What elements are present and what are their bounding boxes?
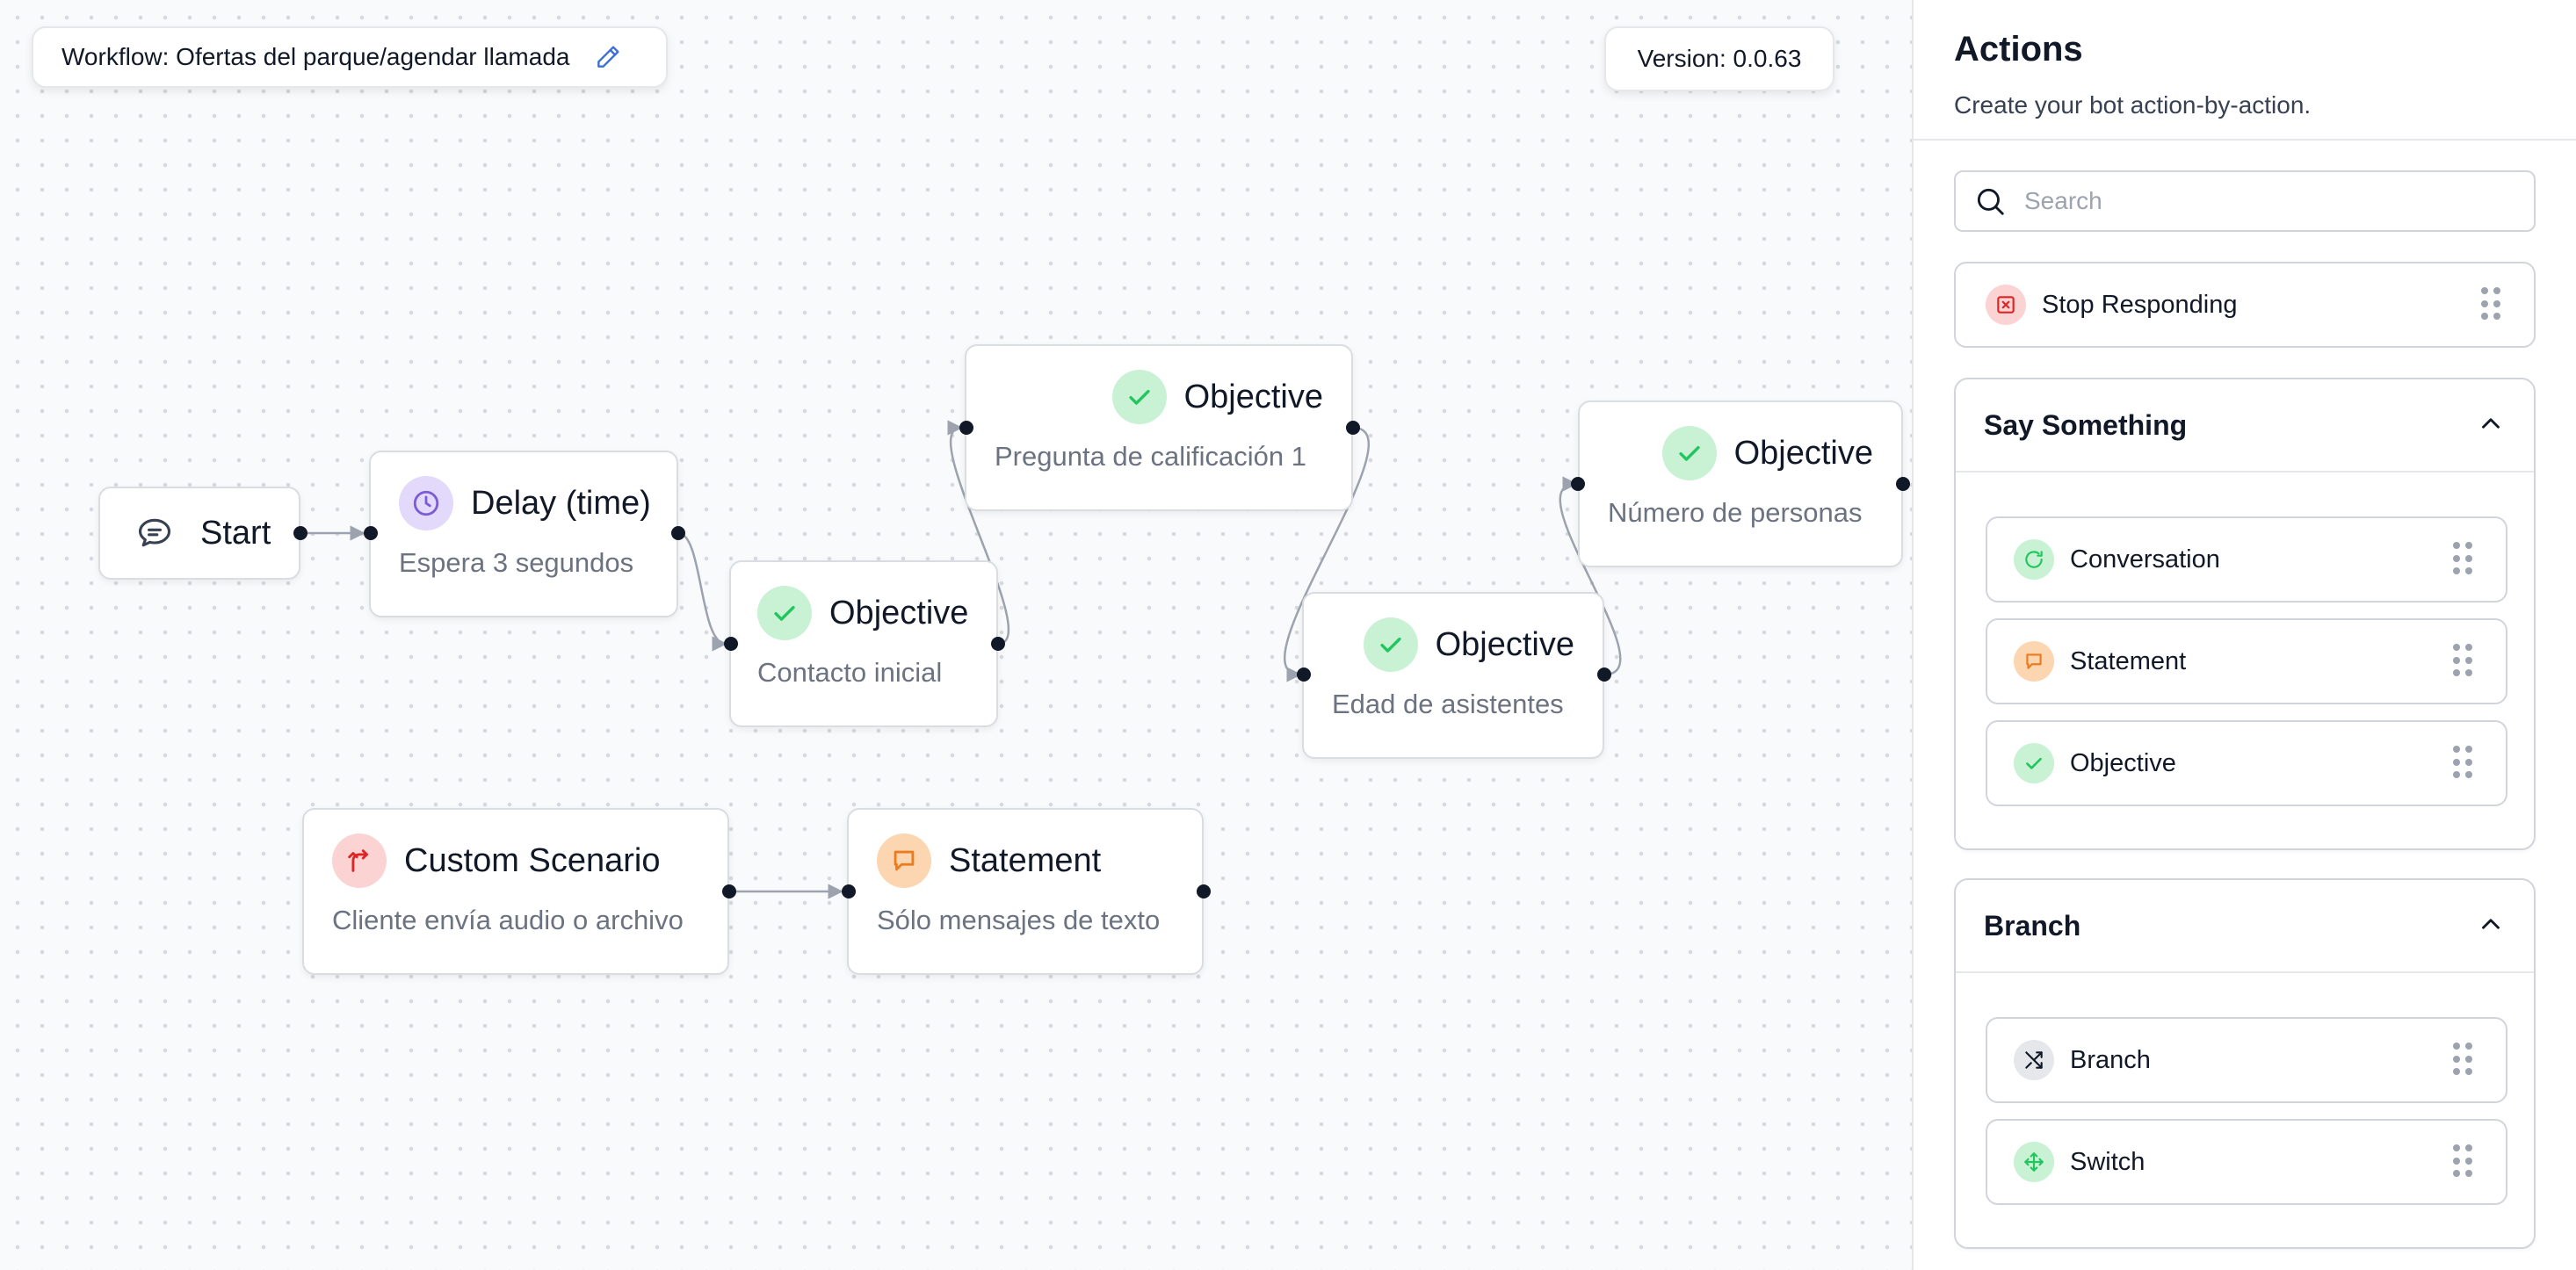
shuffle-icon — [2014, 1040, 2054, 1080]
objective2-output-handle[interactable] — [1346, 421, 1360, 435]
start-output-handle[interactable] — [293, 526, 308, 540]
group-say-something: Say Something Conversation Statement Obj… — [1954, 378, 2536, 850]
sidebar-title: Actions — [1954, 30, 2083, 69]
objective1-output-handle[interactable] — [991, 637, 1005, 651]
drag-handle-icon[interactable] — [2453, 746, 2472, 781]
check-icon — [1111, 370, 1167, 424]
objective3-output-handle[interactable] — [1597, 667, 1611, 682]
group-branch: Branch Branch Switch — [1954, 878, 2536, 1249]
conversation-icon — [2014, 539, 2054, 580]
statement-node-title: Statement — [949, 841, 1102, 879]
group-header[interactable]: Branch — [1956, 880, 2534, 973]
action-label: Branch — [2070, 1045, 2151, 1074]
action-label: Conversation — [2070, 545, 2220, 574]
version-pill: Version: 0.0.63 — [1604, 26, 1834, 91]
action-label: Switch — [2070, 1147, 2145, 1176]
action-label: Statement — [2070, 646, 2187, 675]
workflow-title: Workflow: Ofertas del parque/agendar lla… — [62, 43, 570, 70]
statement-input-handle[interactable] — [842, 884, 856, 898]
action-switch[interactable]: Switch — [1986, 1119, 2507, 1205]
search-icon — [1973, 184, 2007, 218]
custom-scenario-node[interactable]: Custom Scenario Cliente envía audio o ar… — [302, 808, 729, 975]
actions-sidebar: Actions Create your bot action-by-action… — [1912, 0, 2576, 1270]
workflow-title-pill: Workflow: Ofertas del parque/agendar lla… — [32, 26, 668, 88]
objective-node-title: Objective — [1733, 434, 1873, 472]
switch-arrows-icon — [2014, 1142, 2054, 1182]
pencil-icon[interactable] — [594, 43, 622, 71]
delay-output-handle[interactable] — [671, 526, 685, 540]
search-box[interactable] — [1954, 170, 2536, 232]
objective2-input-handle[interactable] — [959, 421, 973, 435]
speech-bubble-icon — [2014, 641, 2054, 682]
workflow-canvas[interactable]: Workflow: Ofertas del parque/agendar lla… — [0, 0, 1912, 1270]
statement-output-handle[interactable] — [1197, 884, 1211, 898]
edge-delay-objective1 — [677, 531, 727, 652]
drag-handle-icon[interactable] — [2481, 287, 2500, 322]
action-statement[interactable]: Statement — [1986, 618, 2507, 704]
objective-node-contacto-inicial[interactable]: Objective Contacto inicial — [729, 560, 998, 727]
drag-handle-icon[interactable] — [2453, 1144, 2472, 1180]
start-node-title: Start — [200, 514, 271, 552]
objective-node-title: Objective — [1183, 378, 1323, 415]
action-conversation[interactable]: Conversation — [1986, 516, 2507, 603]
objective-node-subtitle: Contacto inicial — [757, 657, 943, 688]
action-objective[interactable]: Objective — [1986, 720, 2507, 806]
chevron-up-icon[interactable] — [2476, 909, 2506, 943]
objective-node-subtitle: Edad de asistentes — [1332, 689, 1564, 719]
delay-input-handle[interactable] — [364, 526, 378, 540]
stop-x-icon — [1986, 285, 2026, 325]
delay-node[interactable]: Delay (time) Espera 3 segundos — [369, 451, 678, 617]
clock-icon — [399, 476, 453, 530]
delay-node-title: Delay (time) — [471, 484, 651, 522]
group-header[interactable]: Say Something — [1956, 379, 2534, 473]
objective-node-title: Objective — [1435, 625, 1574, 663]
action-label: Objective — [2070, 748, 2176, 777]
drag-handle-icon[interactable] — [2453, 1043, 2472, 1078]
branch-arrow-icon — [332, 833, 387, 888]
group-title: Say Something — [1984, 408, 2188, 441]
sidebar-divider — [1914, 139, 2576, 141]
check-icon — [2014, 743, 2054, 783]
objective-node-subtitle: Número de personas — [1608, 497, 1863, 528]
custom-scenario-output-handle[interactable] — [722, 884, 736, 898]
statement-node[interactable]: Statement Sólo mensajes de texto — [847, 808, 1204, 975]
objective-node-pregunta-calificacion[interactable]: Objective Pregunta de calificación 1 — [965, 344, 1353, 511]
chat-bubble-icon — [135, 514, 174, 552]
objective-node-numero-personas[interactable]: Objective Número de personas — [1578, 400, 1903, 567]
delay-node-subtitle: Espera 3 segundos — [399, 547, 634, 578]
objective-node-title: Objective — [829, 594, 969, 631]
custom-scenario-subtitle: Cliente envía audio o archivo — [332, 905, 684, 935]
objective1-input-handle[interactable] — [724, 637, 738, 651]
custom-scenario-title: Custom Scenario — [404, 841, 661, 879]
group-title: Branch — [1984, 909, 2081, 942]
version-label: Version: 0.0.63 — [1637, 45, 1802, 72]
action-stop-responding[interactable]: Stop Responding — [1954, 262, 2536, 348]
objective-node-subtitle: Pregunta de calificación 1 — [995, 441, 1307, 472]
objective-node-edad-asistentes[interactable]: Objective Edad de asistentes — [1302, 592, 1604, 759]
chevron-up-icon[interactable] — [2476, 408, 2506, 443]
objective4-input-handle[interactable] — [1571, 477, 1585, 491]
start-node[interactable]: Start — [98, 487, 300, 580]
objective4-output-handle[interactable] — [1896, 477, 1910, 491]
speech-bubble-icon — [877, 833, 931, 888]
statement-node-subtitle: Sólo mensajes de texto — [877, 905, 1161, 935]
check-icon — [1661, 426, 1717, 480]
check-icon — [1363, 617, 1418, 672]
search-input[interactable] — [2022, 186, 2518, 216]
drag-handle-icon[interactable] — [2453, 644, 2472, 679]
action-branch[interactable]: Branch — [1986, 1017, 2507, 1103]
drag-handle-icon[interactable] — [2453, 542, 2472, 577]
objective3-input-handle[interactable] — [1297, 667, 1311, 682]
check-icon — [757, 586, 812, 640]
action-label: Stop Responding — [2042, 290, 2238, 319]
sidebar-subtitle: Create your bot action-by-action. — [1954, 91, 2312, 119]
